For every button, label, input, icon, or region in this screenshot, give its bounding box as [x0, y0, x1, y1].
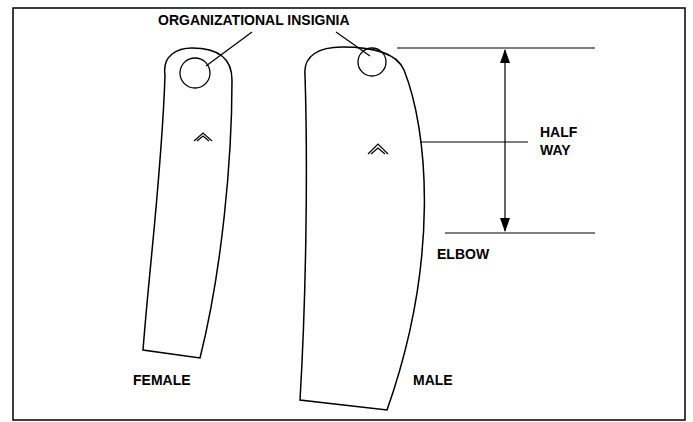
insignia-circle	[358, 48, 386, 76]
arrowhead	[500, 49, 510, 63]
extension-line	[445, 232, 595, 233]
male-sleeve	[300, 47, 424, 410]
leader-line	[336, 32, 370, 56]
sleeve-label: FEMALE	[133, 372, 191, 390]
dimension-line	[504, 50, 505, 231]
frame	[13, 8, 685, 420]
chevron	[194, 133, 212, 141]
dimension-label: HALF WAY	[540, 124, 590, 159]
leader-line	[206, 32, 252, 66]
insignia-circle	[180, 58, 210, 88]
chevron	[368, 144, 388, 154]
callout-label: ORGANIZATIONAL INSIGNIA	[158, 12, 350, 30]
extension-line	[420, 141, 528, 142]
dimension-label: ELBOW	[437, 246, 489, 264]
extension-line	[397, 47, 595, 48]
sleeve-label: MALE	[413, 372, 453, 390]
female-sleeve	[143, 48, 232, 358]
arrowhead	[500, 218, 510, 232]
